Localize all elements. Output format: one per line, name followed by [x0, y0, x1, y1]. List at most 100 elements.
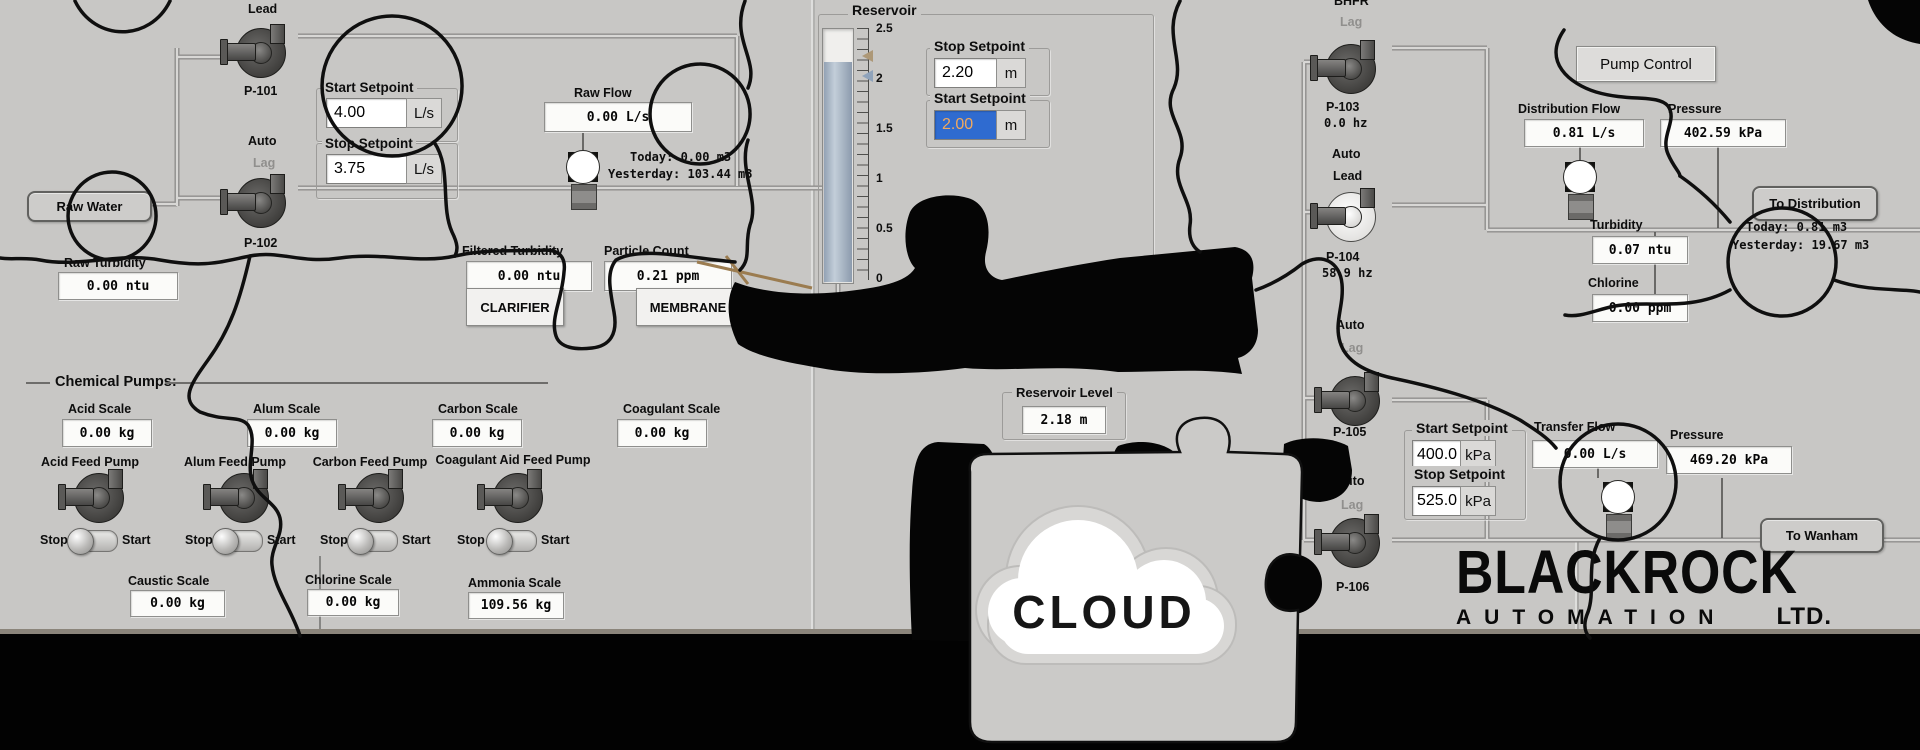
distribution-flow-value: 0.81 L/s: [1524, 119, 1644, 147]
particle-count-label: Particle Count: [604, 244, 689, 258]
tick-1: 1: [876, 171, 883, 185]
transfer-pressure-label: Pressure: [1670, 428, 1724, 442]
filtered-turbidity-value: 0.00 ntu: [466, 261, 592, 291]
p103-auto-label: Auto: [1332, 147, 1361, 161]
chemical-header-rule: [165, 382, 548, 384]
p103-name: P-103: [1326, 100, 1360, 114]
res-start-setpoint-input[interactable]: 2.00: [934, 110, 1003, 140]
to-distribution-button[interactable]: To Distribution: [1752, 186, 1878, 221]
to-wanham-button[interactable]: To Wanham: [1760, 518, 1884, 553]
ammonia-scale-value: 109.56 kg: [468, 592, 564, 619]
distribution-chlorine-value: 0.00 ppm: [1592, 294, 1688, 322]
tick-2-5: 2.5: [876, 21, 893, 35]
p106-lag-label: Lag: [1341, 498, 1364, 512]
p101-name: P-101: [244, 84, 278, 98]
alum-feed-pump-label: Alum Feed Pump: [183, 455, 287, 469]
transfer-stop-setpoint-unit: kPa: [1460, 486, 1496, 516]
raw-stop-setpoint-input[interactable]: 3.75: [326, 154, 413, 184]
pump-p103-icon[interactable]: [1310, 40, 1378, 94]
coagulant-feed-pump-column: Coagulant Aid Feed Pump Stop Start: [433, 453, 593, 565]
reservoir-tank-fill: [824, 62, 852, 282]
carbon-feed-pump-icon[interactable]: [338, 469, 406, 523]
res-start-setpoint-label: Start Setpoint: [930, 90, 1030, 106]
raw-flow-value: 0.00 L/s: [544, 102, 692, 132]
tick-0: 0: [876, 271, 883, 285]
pump-control-button[interactable]: Pump Control: [1576, 46, 1716, 82]
acid-start-label: Start: [122, 533, 151, 547]
p102-name: P-102: [244, 236, 278, 250]
carbon-feed-toggle[interactable]: [347, 528, 398, 555]
caustic-scale-value: 0.00 kg: [130, 590, 225, 617]
transfer-flow-label: Transfer Flow: [1534, 420, 1616, 434]
transfer-stop-setpoint-input[interactable]: 525.0: [1412, 486, 1464, 516]
raw-start-setpoint-label: Start Setpoint: [322, 80, 417, 95]
p105-lag-label: Lag: [1341, 341, 1364, 355]
logo-suffix: LTD.: [1776, 603, 1832, 631]
distribution-pressure-value: 402.59 kPa: [1660, 119, 1786, 147]
raw-start-setpoint-input[interactable]: 4.00: [326, 98, 413, 128]
pump-p104-icon[interactable]: [1310, 188, 1378, 242]
res-stop-setpoint-input[interactable]: 2.20: [934, 58, 1003, 88]
alum-feed-pump-icon[interactable]: [203, 469, 271, 523]
acid-scale-label: Acid Scale: [68, 402, 132, 416]
company-logo: BLACKROCK AUTOMATION LTD.: [1456, 538, 1844, 631]
transfer-start-setpoint-label: Start Setpoint: [1412, 420, 1512, 436]
distribution-turbidity-value: 0.07 ntu: [1592, 236, 1688, 264]
distribution-chlorine-label: Chlorine: [1588, 276, 1639, 290]
raw-flow-today: Today: 0.00 m3: [630, 150, 732, 164]
raw-flow-label: Raw Flow: [574, 86, 632, 100]
reservoir-ruler: [857, 28, 869, 280]
coagulant-feed-toggle[interactable]: [486, 528, 537, 555]
acid-scale-value: 0.00 kg: [62, 419, 152, 447]
reservoir-stop-marker[interactable]: [862, 50, 873, 62]
distribution-pressure-label: Pressure: [1668, 102, 1722, 116]
pump-p105-icon[interactable]: [1314, 372, 1382, 426]
carbon-feed-pump-label: Carbon Feed Pump: [312, 455, 428, 469]
transfer-flow-value: 0.00 L/s: [1532, 440, 1658, 468]
acid-toggle-knob[interactable]: [67, 528, 94, 555]
alum-toggle-knob[interactable]: [212, 528, 239, 555]
transfer-stop-setpoint-label: Stop Setpoint: [1410, 466, 1509, 482]
coagulant-toggle-knob[interactable]: [486, 528, 513, 555]
coagulant-scale-label: Coagulant Scale: [623, 402, 721, 416]
carbon-scale-label: Carbon Scale: [438, 402, 518, 416]
reservoir-tank-gauge: [822, 28, 854, 284]
acid-stop-label: Stop: [40, 533, 68, 547]
membrane-button[interactable]: MEMBRANE: [636, 288, 740, 326]
clarifier-button[interactable]: CLARIFIER: [466, 288, 564, 326]
reservoir-start-marker[interactable]: [862, 70, 873, 82]
p106-auto-label: Auto: [1336, 474, 1365, 488]
p105-name: P-105: [1333, 425, 1367, 439]
carbon-feed-pump-column: Carbon Feed Pump Stop Start: [300, 455, 440, 565]
pump-p102-icon[interactable]: [220, 174, 288, 228]
transfer-pressure-value: 469.20 kPa: [1666, 446, 1792, 474]
reservoir-title: Reservoir: [848, 2, 921, 18]
tick-1-5: 1.5: [876, 121, 893, 135]
p104-freq: 58.9 hz: [1322, 266, 1373, 280]
raw-flow-meter-icon: [565, 150, 601, 212]
logo-name: BLACKROCK: [1456, 538, 1798, 606]
pump-p106-icon[interactable]: [1314, 514, 1382, 568]
carbon-toggle-knob[interactable]: [347, 528, 374, 555]
pump-p101-icon[interactable]: [220, 24, 288, 78]
raw-stop-setpoint-label: Stop Setpoint: [322, 136, 416, 151]
alum-start-label: Start: [267, 533, 296, 547]
alum-scale-label: Alum Scale: [253, 402, 321, 416]
acid-feed-pump-icon[interactable]: [58, 469, 126, 523]
filtered-turbidity-label: Filtered Turbidity: [462, 244, 564, 258]
raw-lag-label: Lag: [253, 156, 276, 170]
chemical-header-rule-left: [26, 382, 50, 384]
res-stop-setpoint-unit: m: [996, 58, 1026, 88]
p106-name: P-106: [1336, 580, 1370, 594]
p101-role-label: Lead: [248, 2, 278, 16]
coagulant-feed-pump-icon[interactable]: [477, 469, 545, 523]
p104-role-label: Lead: [1333, 169, 1363, 183]
raw-flow-yesterday: Yesterday: 103.44 m3: [608, 167, 753, 181]
carbon-start-label: Start: [402, 533, 431, 547]
acid-feed-toggle[interactable]: [67, 528, 118, 555]
distribution-turbidity-label: Turbidity: [1590, 218, 1643, 232]
alum-feed-toggle[interactable]: [212, 528, 263, 555]
reservoir-level-label: Reservoir Level: [1012, 385, 1117, 400]
raw-water-button[interactable]: Raw Water: [27, 191, 152, 222]
